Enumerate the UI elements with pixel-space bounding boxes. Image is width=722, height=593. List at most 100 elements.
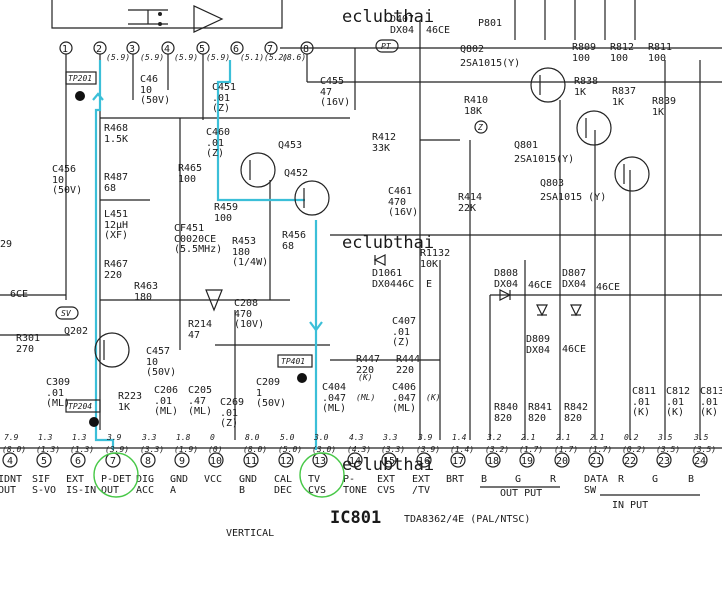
ic-pin: 2.1(1.7)20R <box>550 433 578 485</box>
pin-name: DEC <box>274 485 292 496</box>
pin-number: 20 <box>556 456 568 467</box>
svg-text:1K: 1K <box>652 107 664 118</box>
transistor-q202: Q202 <box>64 326 130 368</box>
svg-text:(5.1): (5.1) <box>240 53 264 62</box>
ic-pin: 2.1(1.7)19G <box>515 433 543 485</box>
top-pin: 6 <box>230 41 244 55</box>
testpoint-tp201: TP201 <box>65 71 97 101</box>
svg-text:R412: R412 <box>372 132 396 143</box>
q202-label: Q202 <box>64 326 88 337</box>
pin-number: 19 <box>521 456 533 467</box>
pin-voltage: 3.5 <box>693 433 709 442</box>
pin-name: SIF <box>32 474 50 485</box>
pin-circle <box>692 452 708 468</box>
transistor-q803: Q803 2SA1015 (Y) <box>540 156 650 203</box>
pin-voltage-alt: (3.5) <box>692 445 716 454</box>
flag-pt: PT <box>375 39 399 53</box>
watermark-middle: eclubthai <box>342 233 434 253</box>
svg-text:C457: C457 <box>146 346 170 357</box>
pin-name: A <box>170 485 176 496</box>
ic-caption: VERTICAL <box>226 528 274 539</box>
svg-text:R463: R463 <box>134 281 158 292</box>
svg-text:R410: R410 <box>464 95 488 106</box>
svg-text:L451: L451 <box>104 209 128 220</box>
ic-pin: 4.3(4.3)14P-TONE <box>343 433 371 496</box>
svg-text:D807: D807 <box>562 268 586 279</box>
pin-voltage: 0 <box>210 433 215 442</box>
pin-name: TV <box>308 474 320 485</box>
transistor-q453: Q453 <box>240 140 302 188</box>
pin-name: P-DET <box>101 474 131 485</box>
ic-pin: 3.2(3.2)18B <box>481 433 509 485</box>
svg-text:R841: R841 <box>528 402 552 413</box>
pin-name: R <box>618 474 625 485</box>
pin-voltage: 7.9 <box>4 433 19 442</box>
ic-pin: 3.5(3.5)23G <box>652 433 680 485</box>
svg-text:68: 68 <box>104 183 116 194</box>
in-put-label: IN PUT <box>612 500 648 511</box>
highlight-tv-cvs <box>299 452 345 498</box>
pin-name: B <box>481 474 487 485</box>
pin-voltage: 2.1 <box>590 433 604 442</box>
svg-text:R809: R809 <box>572 42 596 53</box>
pin-name: SW <box>584 485 597 496</box>
svg-text:R840: R840 <box>494 402 518 413</box>
svg-text:(8.6): (8.6) <box>282 53 306 62</box>
pin-number: 11 <box>245 456 257 467</box>
svg-text:(K): (K) <box>426 393 440 402</box>
pin-name: VCC <box>204 474 222 485</box>
pin-number: 18 <box>487 456 499 467</box>
pin-name: EXT <box>66 474 84 485</box>
svg-text:C813: C813 <box>700 386 722 397</box>
pin-voltage: 1.3 <box>38 433 53 442</box>
pin-voltage-alt: (3.3) <box>381 445 405 454</box>
pin-voltage: 4.3 <box>349 433 364 442</box>
pin-name: R <box>550 474 557 485</box>
q803-label: Q803 <box>540 178 564 189</box>
transistor-q452: Q452 <box>284 168 330 216</box>
svg-text:R842: R842 <box>564 402 588 413</box>
pin-circle <box>70 452 86 468</box>
pin-name: OUT <box>101 485 119 496</box>
pin-voltage-alt: (0) <box>208 445 222 454</box>
svg-text:C407: C407 <box>392 316 416 327</box>
pin-voltage-alt: (1.3) <box>36 445 60 454</box>
pin-name: GND <box>239 474 257 485</box>
pin-circle <box>519 452 535 468</box>
svg-text:10(50V): 10(50V) <box>140 85 170 106</box>
svg-text:820: 820 <box>494 413 512 424</box>
svg-text:C406: C406 <box>392 382 416 393</box>
q802-label: Q802 <box>460 44 484 55</box>
pin-number: 16 <box>418 456 430 467</box>
svg-text:3: 3 <box>129 44 135 55</box>
svg-text:22K: 22K <box>458 203 476 214</box>
pin-voltage: 8.0 <box>245 433 260 442</box>
svg-text:1K: 1K <box>612 97 624 108</box>
pin-circle <box>485 452 501 468</box>
svg-text:C812: C812 <box>666 386 690 397</box>
svg-text:R465: R465 <box>178 163 202 174</box>
pin-number: 7 <box>110 456 116 467</box>
svg-text:.01(Z): .01(Z) <box>392 327 410 348</box>
svg-text:(5.2): (5.2) <box>264 53 288 62</box>
bottom-pin-row: 7.9(8.0)4IDNTOUT1.3(1.3)5SIFS-VO1.3(1.3)… <box>0 433 716 496</box>
pin-name: IDNT <box>0 474 22 485</box>
svg-text:220: 220 <box>356 365 374 376</box>
pin-circle <box>278 452 294 468</box>
pin-circle <box>450 452 466 468</box>
transistor-q801: Q801 2SA1015(Y) <box>514 110 612 165</box>
pin-voltage-alt: (8.0) <box>2 445 26 454</box>
q802-part: 2SA1015(Y) <box>460 58 520 69</box>
svg-text:8: 8 <box>303 44 309 55</box>
pin-voltage: 3.9 <box>417 433 433 442</box>
top-ic-block <box>51 0 283 33</box>
svg-text:R456: R456 <box>282 230 306 241</box>
pin-circle <box>656 452 672 468</box>
svg-text:100: 100 <box>610 53 628 64</box>
testpoint-tp401: TP401 <box>277 354 313 383</box>
svg-text:R301: R301 <box>16 333 40 344</box>
svg-text:(5.9): (5.9) <box>106 53 130 62</box>
pin-number: 13 <box>314 456 326 467</box>
